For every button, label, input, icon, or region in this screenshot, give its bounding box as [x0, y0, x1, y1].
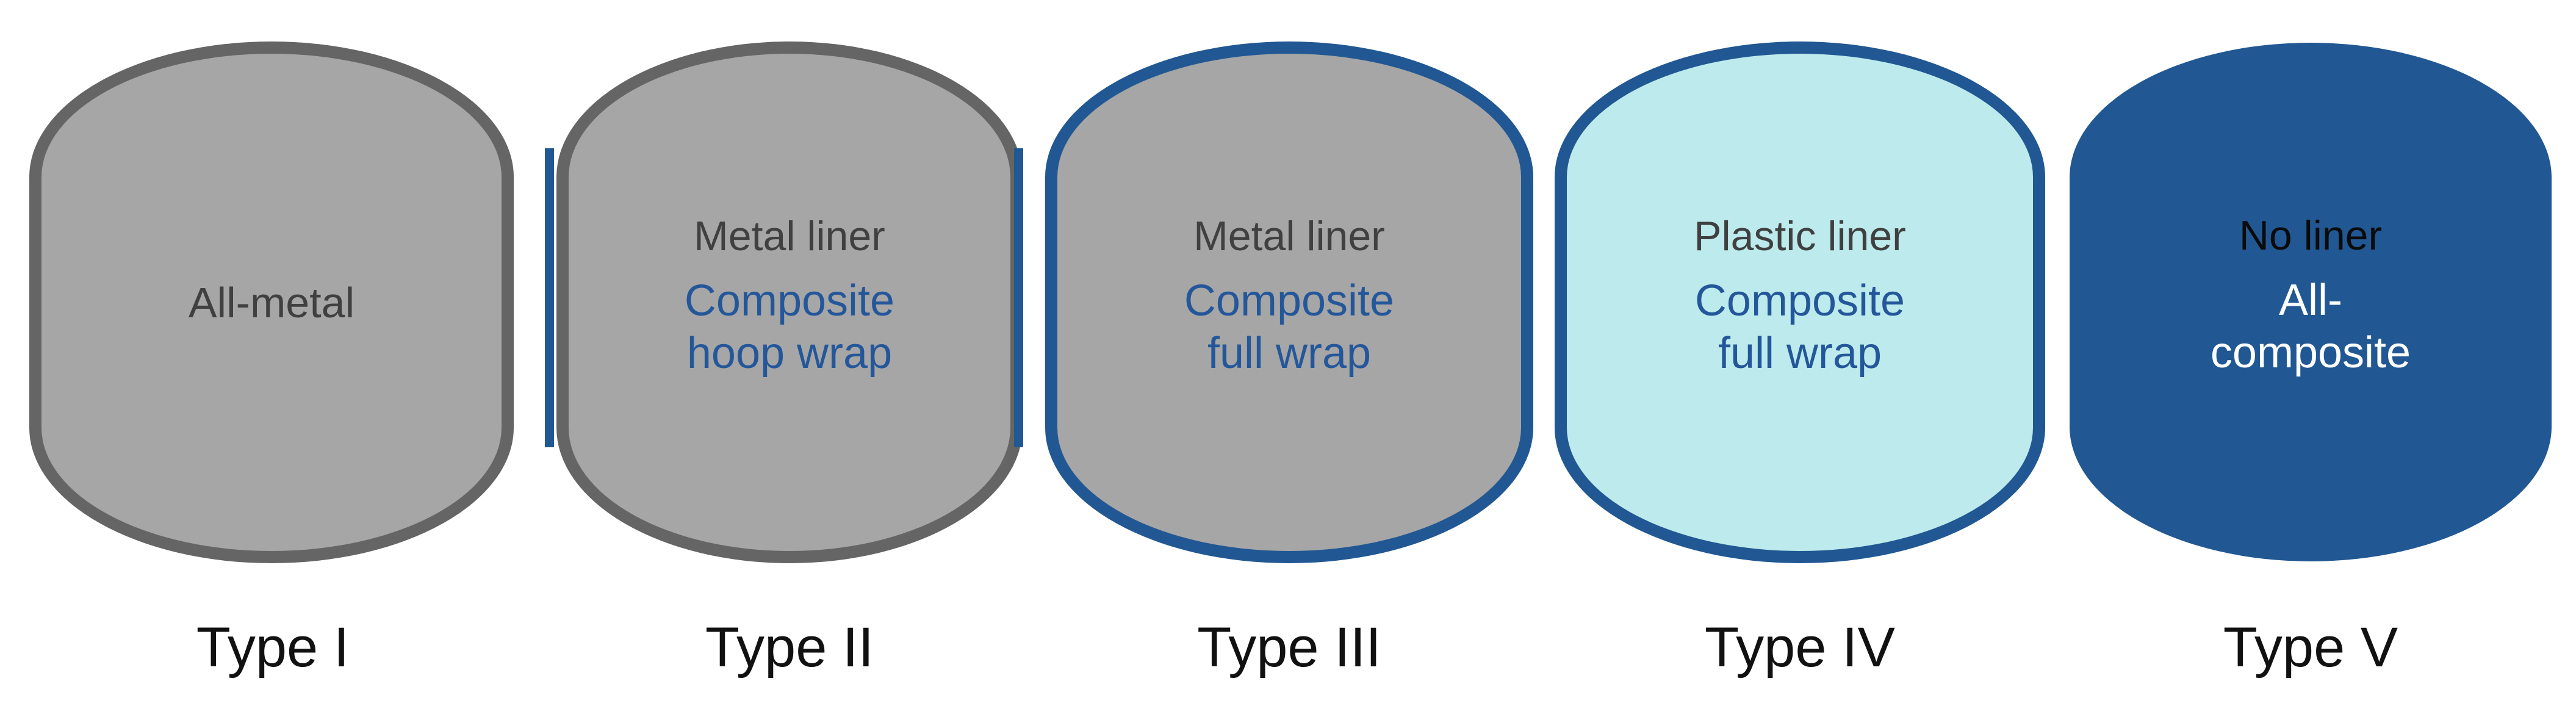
- tank-type-2-liner: Metal liner: [694, 212, 885, 259]
- tank-type-3: Metal liner Composite full wrap: [1045, 41, 1533, 563]
- tank-type-1: All-metal: [29, 41, 514, 563]
- tank-type-3-liner: Metal liner: [1193, 212, 1385, 259]
- tank-type-4-liner: Plastic liner: [1694, 212, 1906, 259]
- tank-type-5: No liner All-composite: [2070, 43, 2552, 561]
- hoop-wrap-band-left: [545, 148, 554, 447]
- tank-type-4-wrap: Composite full wrap: [1672, 275, 1928, 380]
- tank-type-3-wrap-text: Composite full wrap: [1184, 276, 1395, 378]
- tank-type-5-liner: No liner: [2239, 212, 2383, 259]
- tank-type-5-wrap: All-composite: [2201, 275, 2420, 379]
- hoop-wrap-band-right: [1014, 148, 1023, 447]
- tank-type-2-wrap: Composite hoop wrap: [661, 275, 918, 380]
- type-label-2: Type II: [705, 616, 874, 679]
- tank-type-2-wrap-text: Composite hoop wrap: [684, 276, 895, 378]
- tank-type-1-material: All-metal: [188, 278, 355, 326]
- tank-type-3-wrap: Composite full wrap: [1161, 275, 1417, 380]
- tank-type-5-wrap-text: All-composite: [2210, 276, 2411, 377]
- tank-type-4-wrap-text: Composite full wrap: [1694, 276, 1905, 378]
- type-label-1: Type I: [196, 616, 350, 679]
- type-label-5: Type V: [2223, 616, 2398, 679]
- tank-type-4: Plastic liner Composite full wrap: [1555, 41, 2045, 563]
- tank-type-2: Metal liner Composite hoop wrap: [556, 41, 1023, 563]
- type-label-4: Type IV: [1705, 616, 1895, 679]
- type-label-3: Type III: [1197, 616, 1381, 679]
